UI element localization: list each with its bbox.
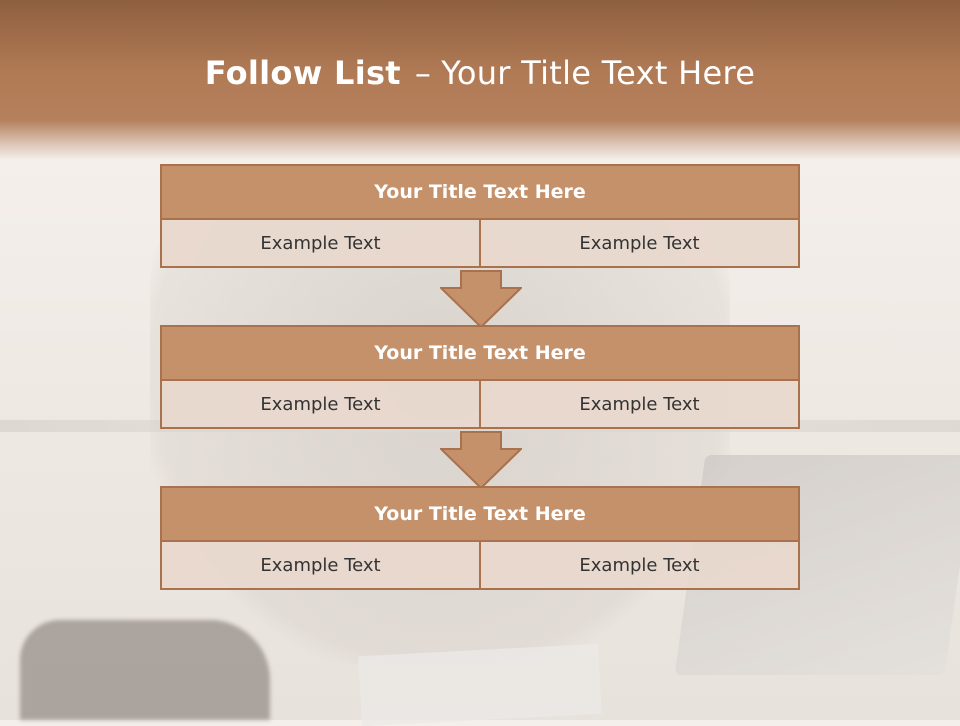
follow-block-3: Your Title Text Here Example Text Exampl…: [160, 486, 800, 590]
block-row: Example Text Example Text: [160, 542, 800, 590]
title-band: [0, 0, 960, 160]
follow-block-1: Your Title Text Here Example Text Exampl…: [160, 164, 800, 268]
block-cell-left: Example Text: [160, 220, 481, 268]
slide-title: Follow List–Your Title Text Here: [0, 54, 960, 92]
title-rest: Your Title Text Here: [441, 54, 756, 92]
block-title: Your Title Text Here: [160, 325, 800, 381]
block-cell-left: Example Text: [160, 542, 481, 590]
block-row: Example Text Example Text: [160, 381, 800, 429]
down-arrow-icon: [440, 431, 522, 489]
title-dash: –: [414, 54, 432, 92]
block-title: Your Title Text Here: [160, 164, 800, 220]
background-paper: [358, 643, 602, 726]
down-arrow-icon: [440, 270, 522, 328]
follow-block-2: Your Title Text Here Example Text Exampl…: [160, 325, 800, 429]
block-title: Your Title Text Here: [160, 486, 800, 542]
block-cell-left: Example Text: [160, 381, 481, 429]
block-cell-right: Example Text: [481, 220, 800, 268]
block-cell-right: Example Text: [481, 381, 800, 429]
background-phone: [20, 620, 270, 720]
title-bold-part: Follow List: [204, 54, 401, 92]
block-cell-right: Example Text: [481, 542, 800, 590]
block-row: Example Text Example Text: [160, 220, 800, 268]
